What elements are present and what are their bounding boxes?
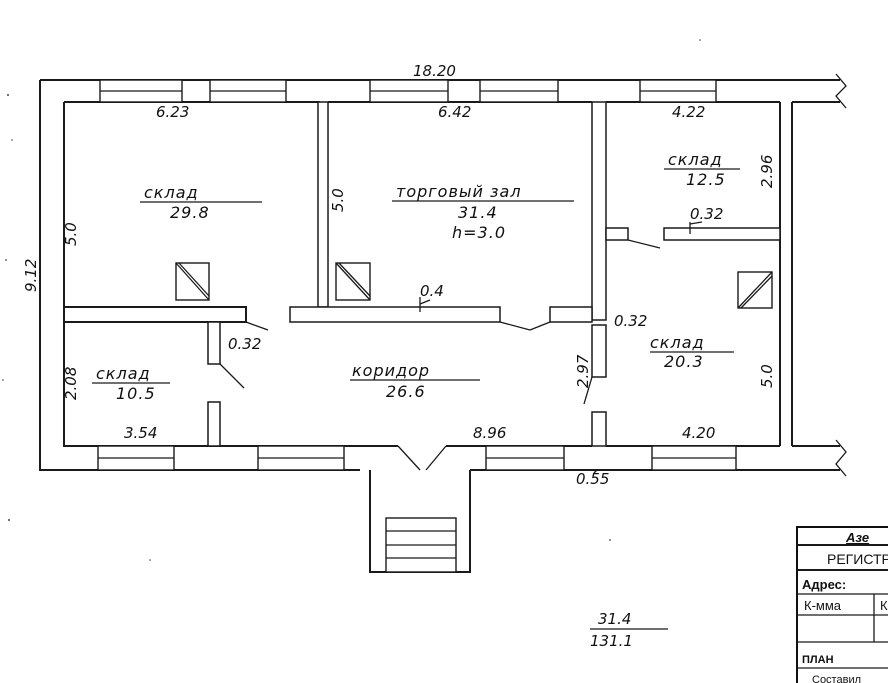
dim-mid-room-height: 5.0 xyxy=(329,188,347,212)
dim-top-right: 4.22 xyxy=(672,103,705,121)
stamp-compiled-label: Составил xyxy=(812,674,861,683)
dim-bottom-left-height: 2.08 xyxy=(62,367,80,400)
stamp-header: Азе xyxy=(845,530,869,545)
vent-shafts xyxy=(175,262,773,309)
dim-bottom-right: 4.20 xyxy=(682,424,715,442)
bottom-windows xyxy=(97,445,737,471)
dimension-leaders xyxy=(92,168,740,630)
dim-bottom-left: 3.54 xyxy=(124,424,157,442)
summary-numerator: 31.4 xyxy=(598,610,631,628)
room-3-area: 12.5 xyxy=(686,170,726,189)
title-block: Азе РЕГИСТР Адрес: К-мма К ПЛАН Составил xyxy=(796,526,888,683)
interior-walls xyxy=(64,101,781,447)
stamp-registry: РЕГИСТР xyxy=(827,551,888,567)
room-5-name: склад xyxy=(96,364,151,383)
door-swings xyxy=(219,239,661,471)
summary-denominator: 131.1 xyxy=(590,632,633,650)
area-summary: 31.4 131.1 xyxy=(590,610,633,650)
dim-partition-left: 0.32 xyxy=(228,335,261,353)
top-windows xyxy=(99,79,717,103)
room-4-area: 20.3 xyxy=(664,352,704,371)
dim-left-room-height: 5.0 xyxy=(62,222,80,246)
room-2-height: h=3.0 xyxy=(452,223,506,242)
room-1-name: склад xyxy=(144,183,199,202)
room-1-area: 29.8 xyxy=(170,203,210,222)
stamp-plan-label: ПЛАН xyxy=(802,654,834,666)
room-6-name: коридор xyxy=(352,361,430,380)
outer-walls xyxy=(39,73,847,477)
dim-bottom-mid: 8.96 xyxy=(473,424,506,442)
dim-entrance: 0.55 xyxy=(576,470,609,488)
room-labels: склад 29.8 торговый зал 31.4 h=3.0 склад… xyxy=(96,150,726,403)
entrance-porch xyxy=(369,470,471,573)
dim-partition-mid: 0.4 xyxy=(420,282,444,300)
dimension-labels: 18.20 6.23 6.42 4.22 9.12 5.0 5.0 2.96 5… xyxy=(22,62,776,488)
dim-top-left: 6.23 xyxy=(156,103,189,121)
dim-overall-width: 18.20 xyxy=(413,62,456,80)
dim-right-upper-height: 2.96 xyxy=(758,155,776,188)
stamp-kmma-label: К-мма xyxy=(804,598,842,613)
room-3-name: склад xyxy=(668,150,723,169)
dim-partition-right: 0.32 xyxy=(690,205,723,223)
stamp-k-label: К xyxy=(880,598,888,613)
dim-right-lower-height: 5.0 xyxy=(758,364,776,388)
room-6-area: 26.6 xyxy=(386,382,426,401)
room-5-area: 10.5 xyxy=(116,384,156,403)
paper-speckles xyxy=(2,39,701,561)
stamp-address-label: Адрес: xyxy=(802,577,846,592)
dim-corridor-height: 2.97 xyxy=(574,354,592,388)
dim-top-mid: 6.42 xyxy=(438,103,471,121)
dim-overall-depth: 9.12 xyxy=(22,259,40,292)
room-2-area: 31.4 xyxy=(458,203,498,222)
room-4-name: склад xyxy=(650,333,705,352)
dim-partition-right-low: 0.32 xyxy=(614,312,647,330)
room-2-name: торговый зал xyxy=(396,182,522,201)
